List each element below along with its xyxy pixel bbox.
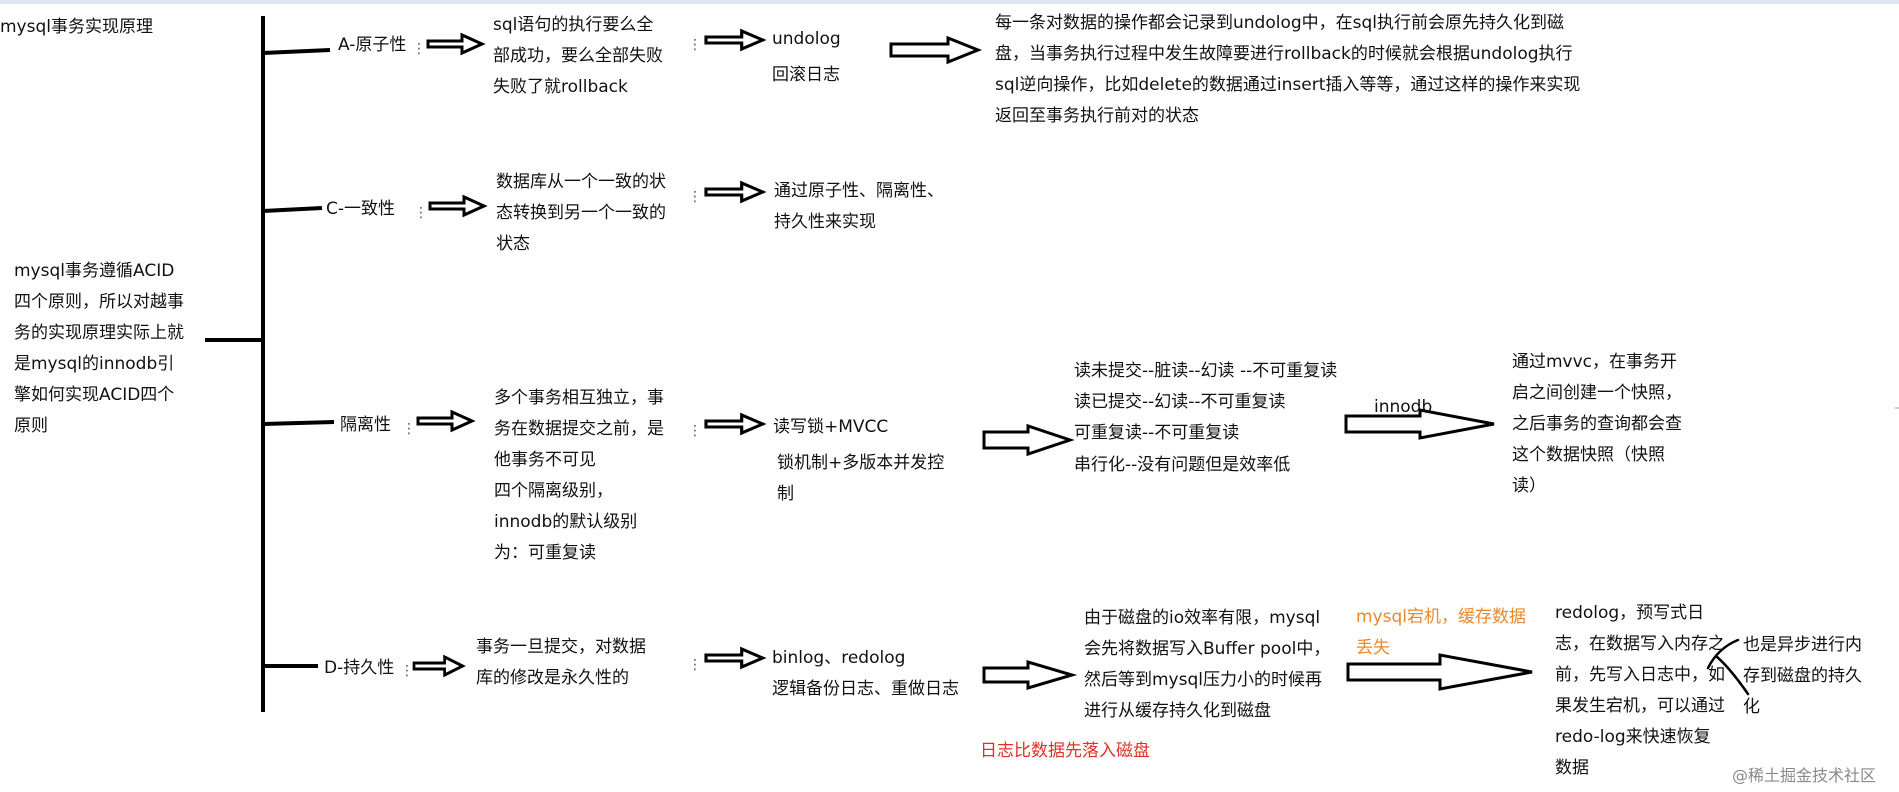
- arrow-i4-icon: [1344, 408, 1495, 440]
- branch-atomicity: [262, 48, 331, 55]
- durability-definition: 事务一旦提交，对数据 库的修改是永久性的: [476, 637, 646, 688]
- atomicity-dots: ⋮: [412, 41, 426, 57]
- arrow-a1-icon: [426, 33, 484, 55]
- durability-def-dots: ⋮: [688, 657, 702, 673]
- arrow-d2-icon: [704, 647, 765, 669]
- innodb-arrow-label: innodb: [1374, 397, 1433, 417]
- arrow-c1-icon: [428, 195, 486, 217]
- isolation-dots: ⋮: [402, 421, 416, 437]
- isolation-level-2: 读已提交--幻读--不可重复读: [1074, 392, 1286, 412]
- atomicity-explanation: 每一条对数据的操作都会记录到undolog中，在sql执行前会原先持久化到磁 盘…: [995, 13, 1581, 126]
- intro-text: mysql事务遵循ACID 四个原则，所以对越事 务的实现原理实际上就 是mys…: [14, 261, 184, 436]
- redolog-side-note: 也是异步进行内 存到磁盘的持久 化: [1743, 635, 1862, 717]
- log-first-note: 日志比数据先落入磁盘: [980, 741, 1150, 761]
- atomicity-means: undolog 回滚日志: [772, 29, 841, 85]
- buffer-pool-explanation: 由于磁盘的io效率有限，mysql 会先将数据写入Buffer pool中， 然…: [1084, 608, 1331, 721]
- isolation-level-4: 串行化--没有问题但是效率低: [1074, 455, 1291, 475]
- atomicity-def-dots: ⋮: [688, 37, 702, 53]
- branch-isolation: [262, 420, 335, 426]
- arrow-d1-icon: [412, 655, 465, 677]
- durability-label: D-持久性: [324, 658, 395, 678]
- arrow-i1-icon: [416, 410, 474, 432]
- branch-consistency: [262, 206, 323, 213]
- atomicity-definition: sql语句的执行要么全 部成功，要么全部失败 失败了就rollback: [493, 15, 663, 97]
- handwritten-check-mark: [1706, 638, 1750, 696]
- durability-means: binlog、redolog 逻辑备份日志、重做日志: [772, 648, 959, 699]
- arrow-d3-icon: [982, 659, 1078, 691]
- consistency-def-dots: ⋮: [688, 189, 702, 205]
- consistency-means: 通过原子性、隔离性、 持久性来实现: [774, 181, 944, 232]
- arrow-d4-icon: [1346, 653, 1533, 691]
- arrow-c2-icon: [704, 181, 765, 203]
- consistency-label: C-一致性: [326, 199, 396, 219]
- consistency-dots: ⋮: [414, 205, 428, 221]
- mvcc-explanation: 通过mvvc，在事务开 启之间创建一个快照， 之后事务的查询都会查 这个数据快照…: [1512, 352, 1682, 496]
- isolation-means-detail: 锁机制+多版本并发控 制: [777, 453, 945, 504]
- root-title: mysql事务实现原理: [0, 17, 153, 37]
- atomicity-label: A-原子性: [338, 35, 407, 55]
- isolation-level-3: 可重复读--不可重复读: [1074, 423, 1240, 443]
- arrow-i2-icon: [704, 413, 765, 435]
- isolation-label: 隔离性: [340, 415, 391, 435]
- durability-dots: ⋮: [400, 663, 414, 679]
- isolation-level-1: 读未提交--脏读--幻读 --不可重复读: [1074, 361, 1338, 381]
- isolation-definition: 多个事务相互独立，事 务在数据提交之前，是 他事务不可见 四个隔离级别， inn…: [494, 388, 664, 563]
- arrow-i3-icon: [982, 423, 1075, 457]
- redolog-explanation: redolog，预写式日 志，在数据写入内存之 前，先写入日志中，如 果发生宕机…: [1555, 603, 1725, 778]
- consistency-definition: 数据库从一个一致的状 态转换到另一个一致的 状态: [496, 172, 666, 254]
- crash-risk-note: mysql宕机，缓存数据 丢失: [1356, 607, 1526, 658]
- window-top-strip: [0, 0, 1899, 4]
- watermark: @稀土掘金技术社区: [1732, 766, 1877, 785]
- arrow-a3-icon: [889, 35, 983, 65]
- arrow-a2-icon: [704, 29, 765, 51]
- isolation-means-title: 读写锁+MVCC: [773, 417, 889, 437]
- isolation-def-dots: ⋮: [688, 423, 702, 439]
